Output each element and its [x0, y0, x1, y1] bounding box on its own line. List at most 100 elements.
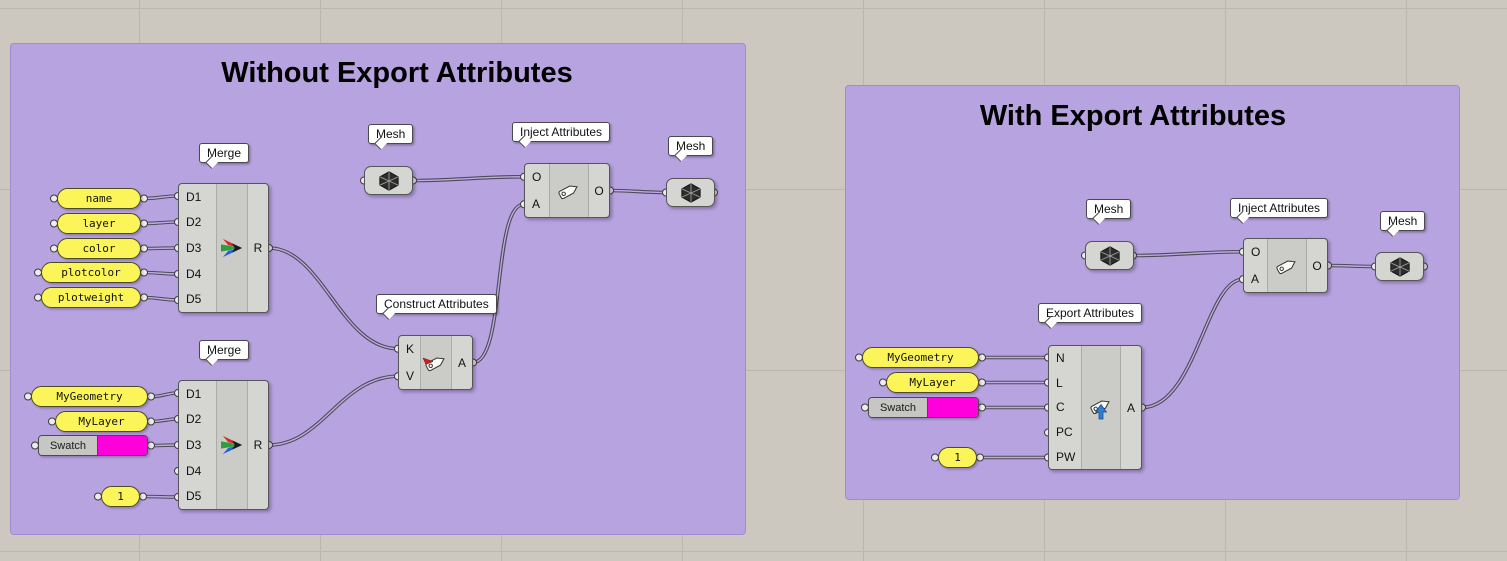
port-label-a-in: A [532, 196, 541, 211]
nickname-tag-construct: Construct Attributes [376, 294, 497, 314]
param-pill-mygeometry-right[interactable]: MyGeometry [862, 347, 979, 368]
group-title-right: With Export Attributes [979, 100, 1287, 132]
port-label-l: L [1056, 375, 1063, 390]
construct-inputs: K V [399, 336, 420, 389]
merge-bottom-inputs: D1 D2 D3 D4 D5 [179, 381, 216, 509]
swatch-color[interactable] [928, 398, 978, 417]
inject-attributes-component-right[interactable]: O A O [1243, 238, 1328, 293]
nickname-tag-inject-left: Inject Attributes [512, 122, 611, 142]
port-label-d2: D2 [186, 215, 202, 230]
port-label-pw: PW [1056, 449, 1076, 464]
inject-icon-strip [549, 164, 589, 217]
port-jack[interactable] [147, 441, 155, 450]
inject-inputs: O A [1244, 239, 1267, 292]
inject-attributes-icon [1276, 260, 1296, 274]
port-label-d3: D3 [186, 240, 202, 255]
port-jack[interactable] [140, 244, 148, 253]
port-jack[interactable] [978, 378, 986, 387]
inject-attributes-icon [558, 185, 578, 199]
export-inputs: N L C PC PW [1049, 346, 1081, 469]
port-label-a-in: A [1251, 271, 1260, 286]
nickname-tag-inject-right: Inject Attributes [1230, 198, 1329, 218]
port-label-a-out: A [1126, 400, 1135, 415]
mesh-param-input-left[interactable] [364, 166, 413, 195]
mesh-param-output-right[interactable] [1375, 252, 1424, 281]
param-pill-plotweight[interactable]: plotweight [41, 287, 141, 308]
port-label-v: V [406, 368, 415, 383]
port-label-d3: D3 [186, 437, 202, 452]
port-label-o-in: O [532, 170, 542, 185]
construct-attributes-icon [422, 357, 445, 371]
swatch-label: Swatch [39, 436, 98, 455]
port-jack[interactable] [976, 453, 984, 462]
port-label-d4: D4 [186, 266, 202, 281]
port-label-pc: PC [1056, 425, 1073, 440]
port-jack[interactable] [140, 268, 148, 277]
port-jack[interactable] [140, 293, 148, 302]
inject-inputs: O A [525, 164, 549, 217]
param-pill-layer[interactable]: layer [57, 213, 141, 234]
port-label-r: R [253, 241, 263, 255]
swatch-component-left[interactable]: Swatch [38, 435, 148, 456]
swatch-color[interactable] [98, 436, 147, 455]
swatch-label: Swatch [869, 398, 928, 417]
nickname-tag-mesh-in-right: Mesh [1086, 199, 1132, 219]
port-label-d4: D4 [186, 463, 202, 478]
port-label-n: N [1056, 351, 1065, 366]
mesh-icon [680, 182, 701, 203]
merge-icon-strip [216, 184, 248, 312]
mesh-param-input-right[interactable] [1085, 241, 1134, 270]
param-pill-name[interactable]: name [57, 188, 141, 209]
mesh-icon [378, 170, 399, 191]
param-pill-mylayer-left[interactable]: MyLayer [55, 411, 148, 432]
port-label-d1: D1 [186, 189, 202, 204]
merge-component-top[interactable]: D1 D2 D3 D4 D5 R [178, 183, 269, 313]
port-jack[interactable] [147, 392, 155, 401]
wire[interactable] [1140, 277, 1245, 410]
port-label-d1: D1 [186, 386, 202, 401]
export-attributes-icon [1090, 400, 1110, 419]
param-pill-plotcolor[interactable]: plotcolor [41, 262, 141, 283]
port-jack[interactable] [147, 417, 155, 426]
group-with-export-attributes[interactable] [845, 85, 1460, 500]
inject-attributes-component-left[interactable]: O A O [524, 163, 610, 218]
mesh-icon [1389, 256, 1410, 277]
port-jack[interactable] [140, 194, 148, 203]
merge-component-bottom[interactable]: D1 D2 D3 D4 D5 R [178, 380, 269, 510]
inject-icon-strip [1267, 239, 1307, 292]
swatch-component-right[interactable]: Swatch [868, 397, 979, 418]
port-label-o-in: O [1251, 245, 1261, 260]
param-pill-mylayer-right[interactable]: MyLayer [886, 372, 979, 393]
nickname-tag-export: Export Attributes [1038, 303, 1143, 323]
port-jack[interactable] [140, 219, 148, 228]
port-label-a-out: A [457, 355, 466, 370]
param-pill-one-right[interactable]: 1 [938, 447, 977, 468]
port-label-o-out: O [1312, 258, 1322, 273]
port-jack[interactable] [978, 403, 986, 412]
port-jack[interactable] [139, 492, 147, 501]
merge-icon [221, 435, 243, 455]
port-jack[interactable] [978, 353, 986, 362]
mesh-icon [1099, 245, 1120, 266]
port-label-d5: D5 [186, 292, 202, 307]
export-attributes-component[interactable]: N L C PC PW A [1048, 345, 1142, 470]
port-label-c: C [1056, 400, 1065, 415]
nickname-tag-mesh-in-left: Mesh [368, 124, 414, 144]
wire[interactable] [267, 374, 400, 447]
param-pill-one-left[interactable]: 1 [101, 486, 140, 507]
param-pill-color[interactable]: color [57, 238, 141, 259]
wire-highlight [1141, 278, 1244, 409]
port-label-d5: D5 [186, 489, 202, 504]
merge-icon-strip [216, 381, 248, 509]
param-pill-mygeometry-left[interactable]: MyGeometry [31, 386, 148, 407]
wire-highlight [143, 247, 179, 250]
port-label-k: K [406, 342, 415, 357]
merge-top-inputs: D1 D2 D3 D4 D5 [179, 184, 216, 312]
mesh-param-output-left[interactable] [666, 178, 715, 207]
merge-icon [221, 238, 243, 258]
construct-attributes-component[interactable]: K V A [398, 335, 473, 390]
port-label-o-out: O [594, 183, 604, 198]
wire-highlight [150, 444, 179, 447]
port-label-r: R [253, 438, 263, 452]
